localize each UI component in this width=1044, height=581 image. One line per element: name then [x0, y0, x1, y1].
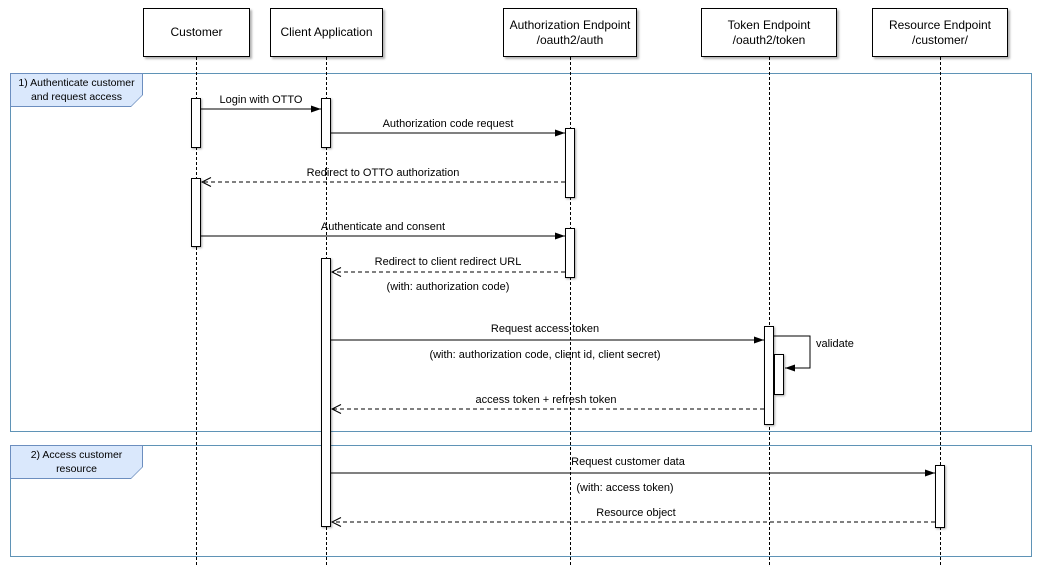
participant-token-endpoint: Token Endpoint /oauth2/token: [701, 8, 837, 57]
participant-customer: Customer: [143, 8, 250, 57]
frame-2-label-text: 2) Access customer resource: [11, 446, 142, 478]
participant-resource-endpoint-name: Resource Endpoint: [888, 17, 992, 32]
message-label-validate: validate: [816, 338, 854, 350]
message-label-resource-object: Resource object: [596, 507, 676, 519]
activation-customer-1: [191, 98, 201, 148]
participant-customer-name: Customer: [170, 25, 223, 39]
message-label-request-access-token: Request access token: [490, 323, 600, 335]
lifeline-token-endpoint: [769, 57, 770, 565]
activation-authorization-1: [565, 128, 575, 198]
frame-1-label: 1) Authenticate customer and request acc…: [10, 73, 143, 107]
activation-customer-2: [191, 178, 201, 247]
message-label-authenticate-and-consent: Authenticate and consent: [320, 221, 446, 233]
participant-resource-endpoint-path: /customer/: [911, 32, 968, 47]
frame-2-label: 2) Access customer resource: [10, 445, 143, 479]
activation-token-nested: [774, 354, 784, 395]
participant-resource-endpoint: Resource Endpoint /customer/: [872, 8, 1008, 57]
participant-authorization-endpoint-name: Authorization Endpoint: [509, 17, 631, 32]
participant-client-application: Client Application: [270, 8, 383, 57]
activation-token-1: [764, 326, 774, 425]
message-label-redirect-to-otto-authorization: Redirect to OTTO authorization: [306, 167, 460, 179]
frame-1-label-text: 1) Authenticate customer and request acc…: [11, 74, 142, 106]
activation-client-1: [321, 98, 331, 148]
message-note-with-authorization-code: (with: authorization code): [386, 281, 510, 293]
participant-authorization-endpoint: Authorization Endpoint /oauth2/auth: [503, 8, 637, 57]
activation-client-2: [321, 258, 331, 527]
lifeline-resource-endpoint: [940, 57, 941, 565]
message-label-redirect-to-client-redirect-url: Redirect to client redirect URL: [374, 256, 522, 268]
message-note-with-access-token: (with: access token): [576, 482, 674, 494]
message-label-access-token-refresh-token: access token + refresh token: [475, 394, 617, 406]
participant-authorization-endpoint-path: /oauth2/auth: [536, 32, 604, 47]
participant-token-endpoint-name: Token Endpoint: [727, 17, 811, 32]
message-label-request-customer-data: Request customer data: [571, 456, 685, 468]
activation-authorization-2: [565, 228, 575, 278]
message-label-authorization-code-request: Authorization code request: [382, 118, 514, 130]
participant-token-endpoint-path: /oauth2/token: [732, 32, 806, 47]
frame-2-access-resource: [10, 445, 1032, 557]
lifeline-customer: [196, 57, 197, 565]
activation-resource-1: [935, 465, 945, 528]
message-note-with-authorization-code-client-id-client-secret: (with: authorization code, client id, cl…: [429, 349, 661, 361]
lifeline-authorization-endpoint: [570, 57, 571, 565]
frame-1-authenticate: [10, 73, 1032, 432]
message-label-login-with-otto: Login with OTTO: [219, 94, 303, 106]
participant-client-application-name: Client Application: [280, 25, 373, 39]
